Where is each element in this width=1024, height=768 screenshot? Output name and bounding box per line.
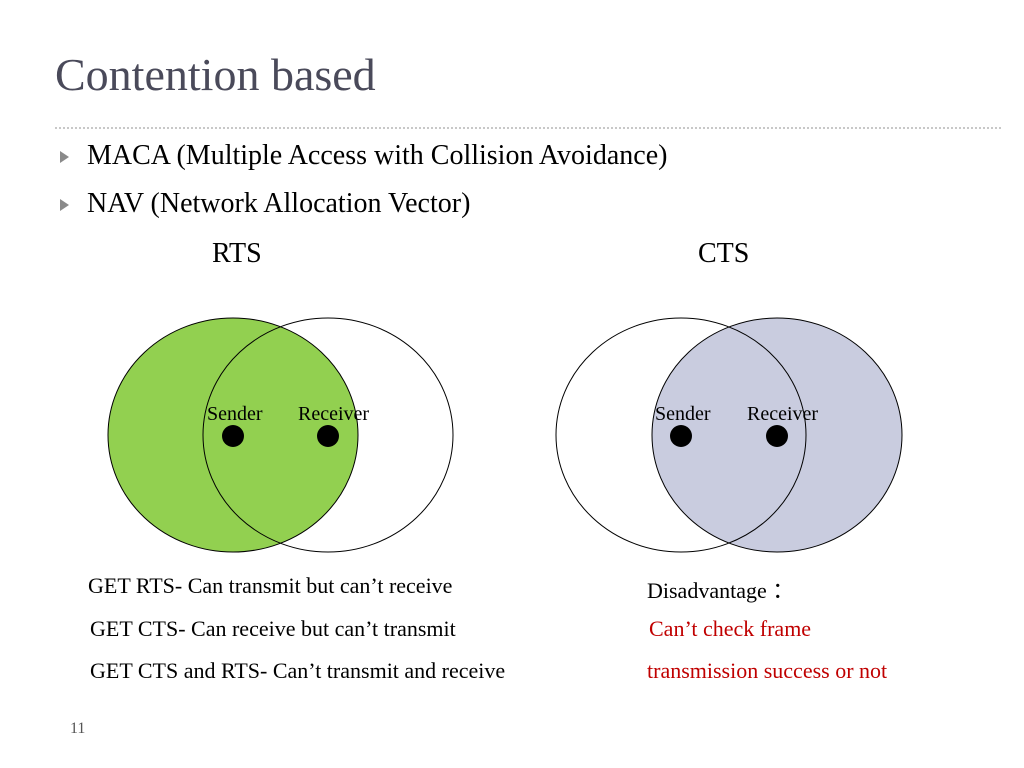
sender-label: Sender (655, 403, 711, 425)
note-get-cts: GET CTS- Can receive but can’t transmit (90, 616, 456, 641)
slide-title: Contention based (55, 49, 376, 100)
note-get-both: GET CTS and RTS- Can’t transmit and rece… (90, 658, 506, 683)
disadvantage-line-2: transmission success or not (647, 658, 888, 683)
sender-range-circle (555, 317, 807, 553)
rts-label: RTS (212, 238, 262, 269)
receiver-range-circle (202, 317, 454, 553)
disadvantage-heading: Disadvantage ： (647, 578, 795, 603)
bullet-arrow-icon (60, 151, 69, 163)
title-divider (55, 127, 1001, 129)
receiver-label: Receiver (298, 403, 369, 425)
bullet-nav: NAV (Network Allocation Vector) (60, 188, 470, 220)
bullet-maca: MACA (Multiple Access with Collision Avo… (60, 140, 667, 172)
page-number: 11 (70, 720, 86, 737)
bullet-text: NAV (Network Allocation Vector) (87, 188, 471, 219)
sender-node (670, 425, 692, 447)
sender-node (222, 425, 244, 447)
sender-label: Sender (207, 403, 263, 425)
bullet-arrow-icon (60, 199, 69, 211)
cts-label: CTS (698, 238, 750, 269)
receiver-label: Receiver (747, 403, 818, 425)
receiver-node (317, 425, 339, 447)
bullet-text: MACA (Multiple Access with Collision Avo… (87, 140, 668, 171)
disadvantage-line-1: Can’t check frame (649, 616, 812, 641)
cts-diagram: Sender Receiver (555, 317, 903, 553)
note-get-rts: GET RTS- Can transmit but can’t receive (88, 573, 453, 598)
rts-diagram: Sender Receiver (107, 317, 454, 553)
receiver-node (766, 425, 788, 447)
